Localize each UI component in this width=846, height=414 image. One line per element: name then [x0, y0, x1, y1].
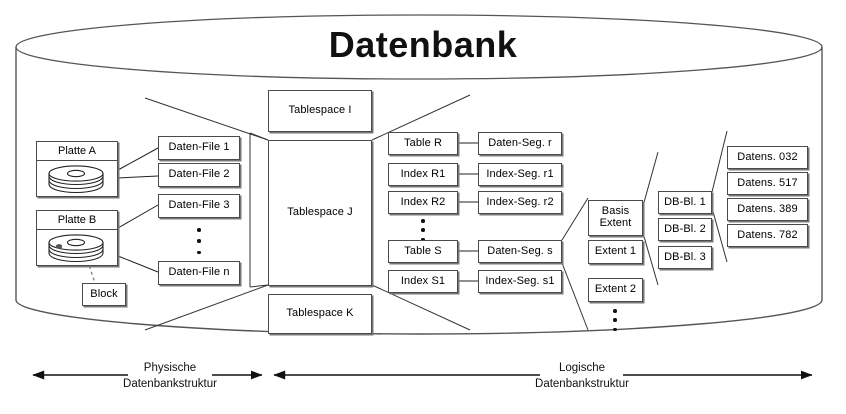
segment-box-index-s1: Index-Seg. s1: [478, 270, 562, 293]
data-file-box-2: Daten-File 2: [158, 163, 240, 187]
record-box-4: Datens. 782: [727, 224, 808, 247]
object-ellipsis: [416, 219, 430, 241]
axis-label-physical: Physische Datenbankstruktur: [95, 361, 245, 392]
record-box-3: Datens. 389: [727, 198, 808, 221]
extent-ellipsis: [608, 309, 622, 331]
segment-box-index-r1: Index-Seg. r1: [478, 163, 562, 186]
connector-group-files-tablespace: [144, 97, 269, 331]
db-block-box-3: DB-Bl. 3: [658, 246, 712, 269]
object-box-index-r2: Index R2: [388, 191, 458, 214]
record-box-1: Datens. 032: [727, 146, 808, 169]
segment-box-daten-r: Daten-Seg. r: [478, 132, 562, 155]
extent-basis-line2: Extent: [599, 217, 632, 229]
block-box: Block: [82, 283, 126, 306]
extent-box-basis: Basis Extent: [588, 200, 643, 236]
object-box-index-s1: Index S1: [388, 270, 458, 293]
tablespace-box-i: Tablespace I: [268, 90, 372, 132]
diagram-title: Datenbank: [328, 24, 518, 65]
connector-group-disks-files: [117, 147, 159, 273]
disk-stack-icon: [48, 234, 104, 263]
axis-label-physical-line1: Physische: [143, 362, 197, 374]
axis-label-physical-line2: Datenbankstruktur: [123, 377, 217, 390]
segment-box-index-r2: Index-Seg. r2: [478, 191, 562, 214]
record-box-2: Datens. 517: [727, 172, 808, 195]
data-file-ellipsis: [192, 228, 206, 254]
axis-label-logical-line2: Datenbankstruktur: [535, 377, 629, 390]
connector-group-extent-blocks: [642, 151, 659, 286]
tablespace-box-j: Tablespace J: [268, 140, 372, 286]
disk-platte-a-label: Platte A: [37, 142, 117, 161]
object-box-table-r: Table R: [388, 132, 458, 155]
disk-platte-b-label: Platte B: [37, 211, 117, 230]
data-file-box-1: Daten-File 1: [158, 136, 240, 160]
extent-box-2: Extent 2: [588, 278, 643, 302]
extent-basis-line1: Basis: [601, 205, 630, 218]
db-block-box-1: DB-Bl. 1: [658, 191, 712, 214]
axis-label-logical: Logische Datenbankstruktur: [507, 361, 657, 392]
data-file-box-3: Daten-File 3: [158, 194, 240, 218]
connector-group-block-records: [711, 130, 728, 263]
tablespace-box-k: Tablespace K: [268, 294, 372, 334]
connector-group-segment-extents: [561, 197, 589, 331]
segment-box-daten-s: Daten-Seg. s: [478, 240, 562, 263]
axis-label-logical-line1: Logische: [558, 362, 606, 374]
object-box-index-r1: Index R1: [388, 163, 458, 186]
disk-platte-a: Platte A: [36, 141, 118, 197]
db-block-box-2: DB-Bl. 2: [658, 218, 712, 241]
object-box-table-s: Table S: [388, 240, 458, 263]
disk-platte-b: Platte B: [36, 210, 118, 266]
data-file-box-n: Daten-File n: [158, 261, 240, 285]
disk-stack-icon: [48, 165, 104, 194]
extent-box-1: Extent 1: [588, 240, 643, 264]
connector-group-objects-segments: [458, 142, 478, 282]
